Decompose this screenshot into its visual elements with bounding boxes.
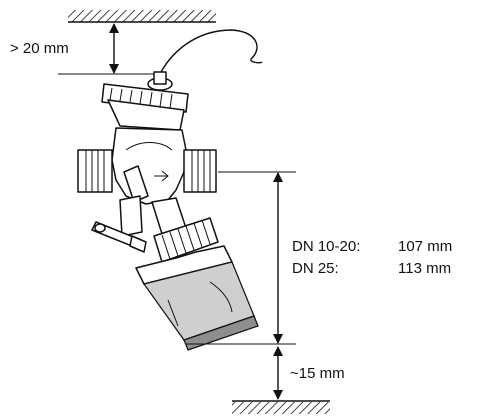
dn10-20-label: DN 10-20: <box>292 238 360 255</box>
ceiling-hatch <box>68 10 216 23</box>
test-nipple <box>91 165 149 253</box>
actuator-coupling <box>151 197 219 263</box>
actuator-cable <box>157 29 263 79</box>
dn25-label: DN 25: <box>292 260 339 277</box>
valve-body <box>77 71 217 205</box>
dn25-value: 113 mm <box>398 260 451 277</box>
overall-height-dimension <box>186 171 296 345</box>
floor-hatch <box>232 400 330 414</box>
top-clearance-dimension <box>58 23 160 75</box>
actuator <box>135 245 259 351</box>
bottom-clearance-dimension <box>273 346 283 400</box>
top-clearance-label: > 20 mm <box>10 40 69 57</box>
bottom-clearance-label: ~15 mm <box>290 365 345 382</box>
dn10-20-value: 107 mm <box>398 238 452 255</box>
